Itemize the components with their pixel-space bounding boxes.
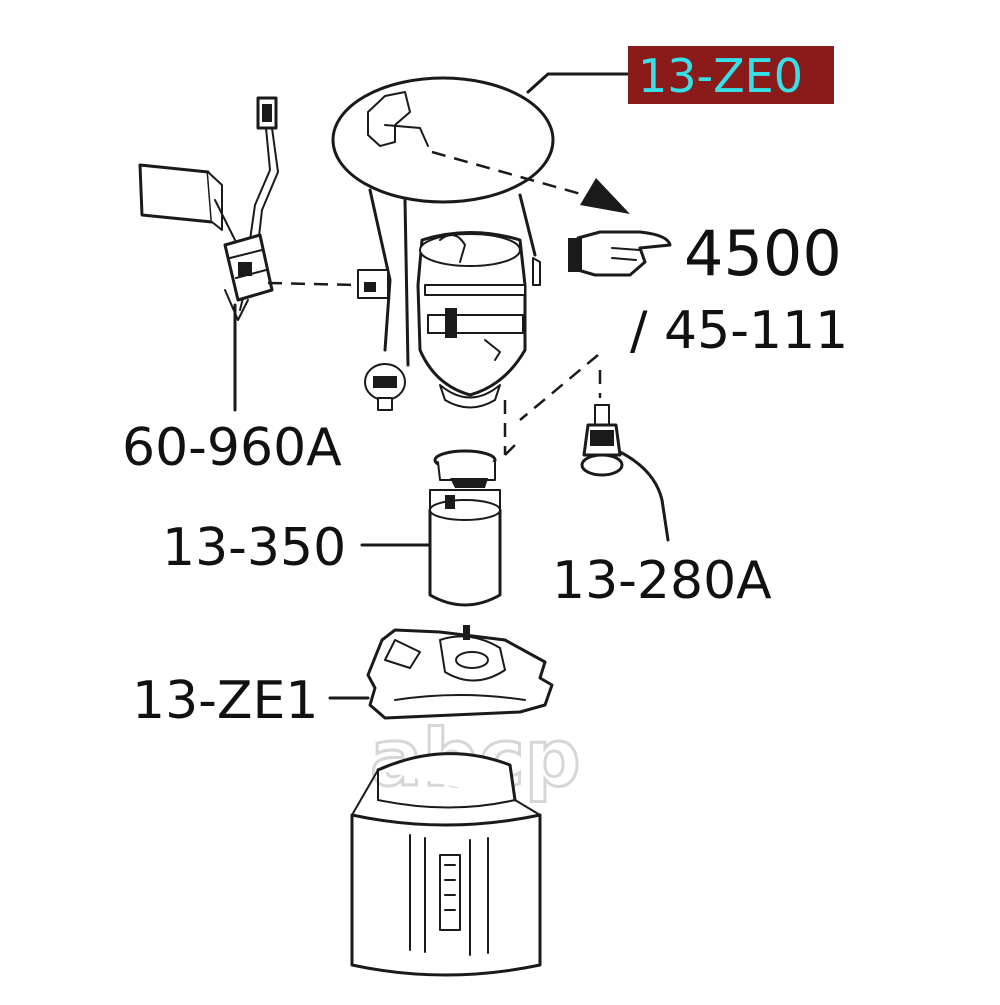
pump-neck <box>437 461 496 481</box>
label-regulator[interactable]: 13-280A <box>552 551 772 611</box>
bracket-pin <box>463 625 470 640</box>
cup-slot <box>439 854 461 931</box>
reservoir-top <box>419 233 521 267</box>
leader-regulator <box>618 450 670 542</box>
cup-rim <box>376 752 517 802</box>
support-rod-right <box>518 193 537 257</box>
dashed-sender-link <box>267 281 359 287</box>
dashed-pump-link <box>503 400 516 456</box>
regulator-core <box>590 430 614 446</box>
pump-neck-band <box>450 478 488 488</box>
dashed-regulator-link <box>519 354 602 421</box>
side-connector-pin <box>364 282 376 292</box>
sender-plug-pin <box>262 104 272 122</box>
cup-inner-edge <box>377 799 541 816</box>
label-ref-secondary[interactable]: / 45-111 <box>630 301 848 361</box>
support-rod-left <box>368 188 392 352</box>
pressure-regulator[interactable] <box>580 404 624 477</box>
highlight-box <box>628 46 834 104</box>
label-filter-bracket[interactable]: 13-ZE1 <box>132 671 319 731</box>
leader-main-assembly <box>526 72 632 94</box>
label-ref-primary[interactable]: 4500 <box>684 217 842 290</box>
dashed-arrow-head <box>580 178 630 214</box>
reservoir-band-2 <box>427 314 524 334</box>
regulator-base <box>580 453 624 477</box>
sender-body-mark <box>238 262 252 276</box>
reservoir-band-1 <box>424 284 526 296</box>
label-main-assembly[interactable]: 13-ZE0 <box>638 49 803 103</box>
reservoir-cup[interactable] <box>350 752 542 977</box>
cup-left-edge <box>351 769 379 816</box>
bracket-lip <box>394 694 526 701</box>
fuel-pump[interactable] <box>428 449 502 607</box>
sender-bracket <box>224 289 249 321</box>
reservoir-inlet <box>439 234 466 263</box>
bracket-hole <box>455 651 489 669</box>
cup-rib-left <box>409 834 426 953</box>
module-bulb-tip <box>377 397 393 411</box>
float <box>138 163 214 224</box>
reservoir-bottom <box>439 384 501 409</box>
support-rod-center <box>403 198 410 367</box>
fuel-level-sender[interactable] <box>138 96 279 321</box>
sender-wire-1 <box>249 127 271 241</box>
reservoir-latch <box>484 339 501 361</box>
filter-bracket[interactable] <box>366 625 554 720</box>
module-bulb-core <box>373 376 397 388</box>
flange-connector <box>367 91 411 147</box>
bracket-tab-left <box>384 639 421 669</box>
flange-connector-pipe <box>384 124 429 147</box>
fuel-pump-module-assembly[interactable] <box>331 76 555 411</box>
pump-terminal <box>445 495 455 509</box>
pointing-hand-icon <box>568 230 672 277</box>
reservoir-tab <box>532 257 541 286</box>
dashed-arrow-line <box>431 150 596 200</box>
cup-slot-ticks <box>444 864 456 911</box>
pump-body-top <box>429 499 501 521</box>
cup-rib-right <box>469 837 489 956</box>
reservoir-clip <box>445 308 457 338</box>
pump-body <box>428 508 502 607</box>
label-fuel-pump[interactable]: 13-350 <box>162 518 346 578</box>
label-float-sender[interactable]: 60-960A <box>122 418 342 478</box>
sender-wire-2 <box>257 127 279 246</box>
module-flange <box>331 76 555 204</box>
